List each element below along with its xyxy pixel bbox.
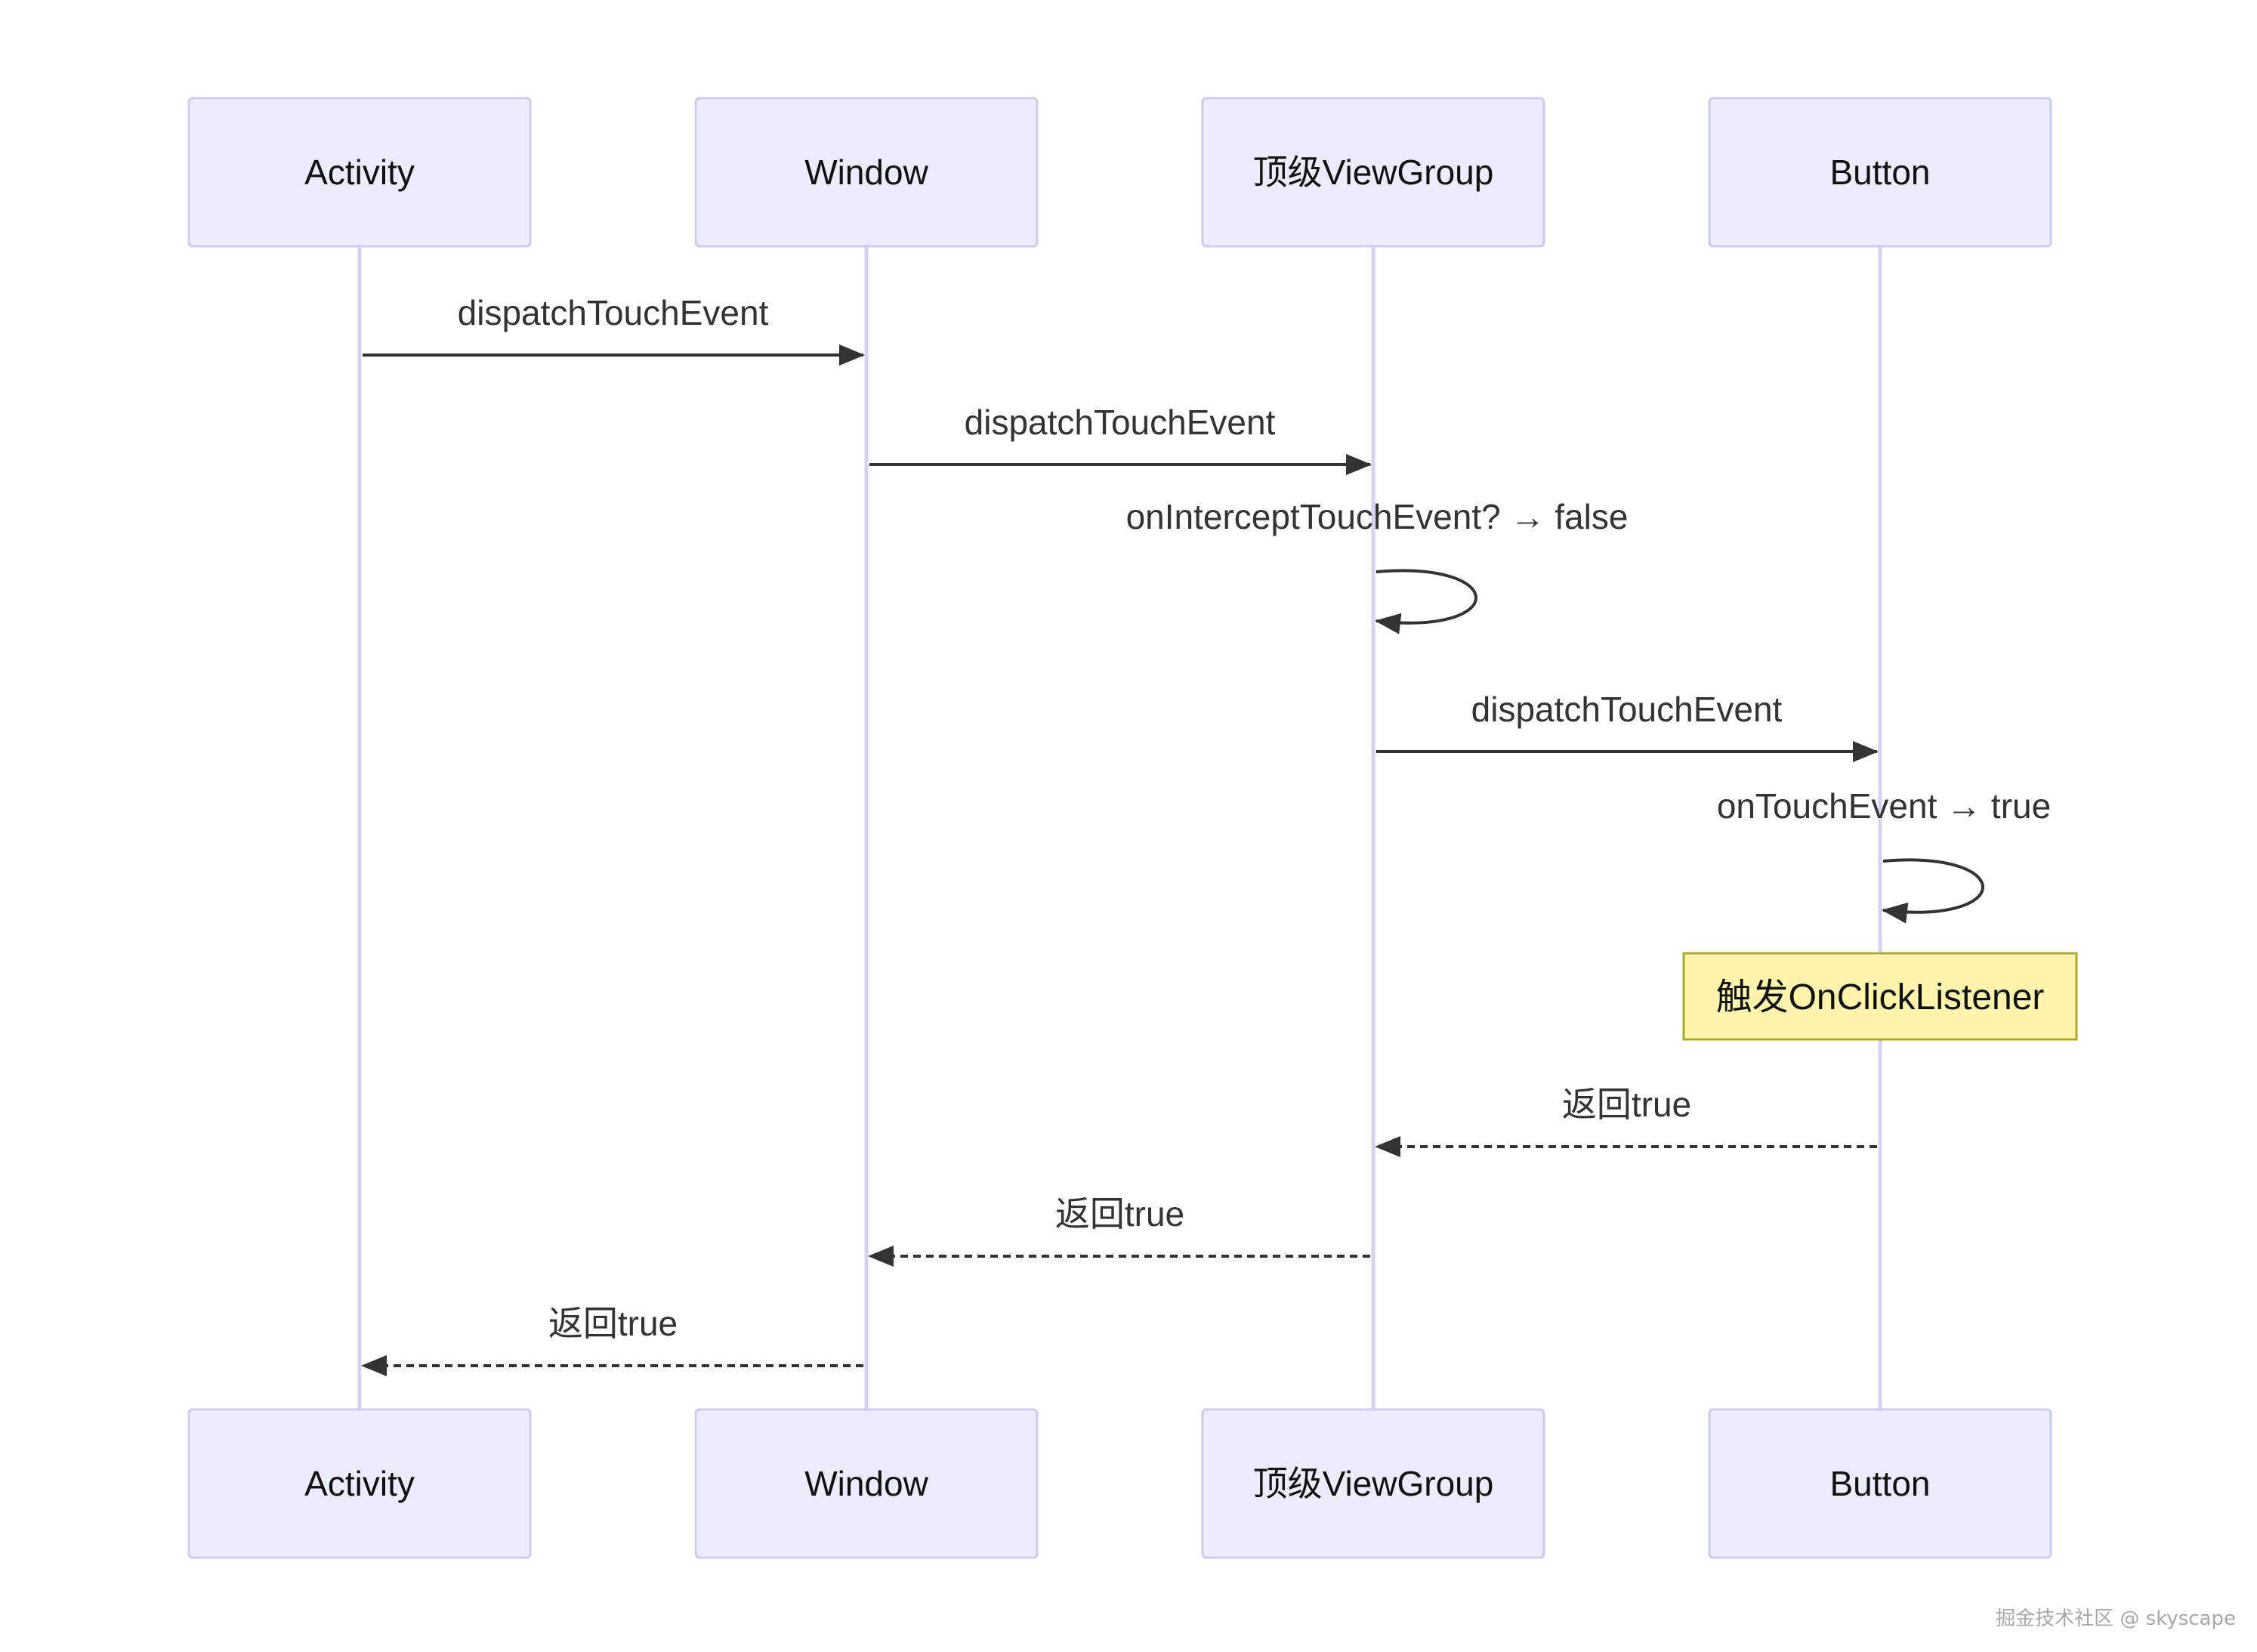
actor-label-button-bottom: Button: [1830, 1464, 1931, 1503]
watermark: 掘金技术社区 @ skyscape: [1996, 1607, 2236, 1630]
actor-label-viewgroup-bottom: 顶级ViewGroup: [1253, 1464, 1494, 1503]
message-arrow-4: [1882, 858, 1984, 924]
message-label-6: 返回true: [1055, 1194, 1184, 1234]
actor-box-viewgroup-top: [1201, 97, 1545, 248]
note-box: [1682, 952, 2078, 1041]
actor-label-viewgroup-top: 顶级ViewGroup: [1253, 153, 1494, 192]
actor-box-button-bottom: [1708, 1408, 2052, 1559]
actor-box-window-bottom: [694, 1408, 1039, 1559]
message-label-3: dispatchTouchEvent: [1471, 690, 1783, 729]
actor-box-button-top: [1708, 97, 2052, 248]
message-label-5: 返回true: [1562, 1085, 1691, 1124]
actor-box-activity-bottom: [187, 1408, 532, 1559]
actor-box-activity-top: [187, 97, 532, 248]
actor-box-viewgroup-bottom: [1201, 1408, 1545, 1559]
message-label-1: dispatchTouchEvent: [965, 403, 1276, 442]
note-label: 触发OnClickListener: [1716, 977, 2045, 1017]
message-arrow-2: [1375, 569, 1477, 635]
actor-label-window-top: Window: [804, 153, 928, 192]
actor-label-button-top: Button: [1830, 153, 1931, 192]
message-label-0: dispatchTouchEvent: [458, 293, 769, 332]
actor-label-activity-bottom: Activity: [304, 1464, 415, 1503]
actor-label-activity-top: Activity: [304, 153, 415, 192]
message-label-7: 返回true: [548, 1304, 678, 1343]
actor-label-window-bottom: Window: [804, 1464, 928, 1503]
message-label-4: onTouchEvent → true: [1717, 786, 2051, 826]
actor-box-window-top: [694, 97, 1039, 248]
message-label-2: onInterceptTouchEvent? → false: [1126, 497, 1629, 536]
